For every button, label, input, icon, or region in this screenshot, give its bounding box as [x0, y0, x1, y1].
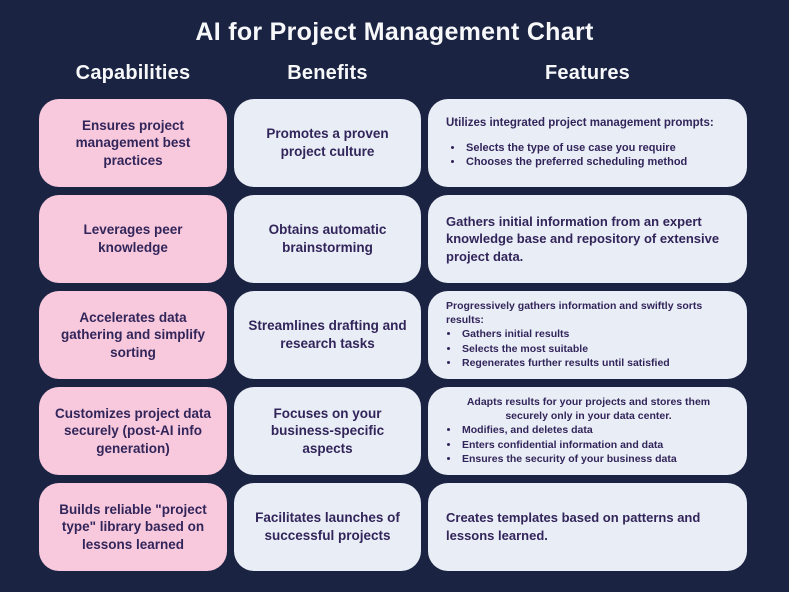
benefit-card: Promotes a proven project culture — [234, 99, 421, 187]
feature-bullet: Gathers initial results — [460, 327, 731, 341]
feature-bullet: Enters confidential information and data — [460, 438, 731, 452]
column-header-features: Features — [545, 62, 630, 84]
infographic-canvas: AI for Project Management Chart Capabili… — [0, 18, 789, 592]
benefit-card: Streamlines drafting and research tasks — [234, 291, 421, 379]
feature-bullet-list: Selects the type of use case you require… — [464, 141, 731, 171]
feature-bullet: Modifies, and deletes data — [460, 423, 731, 437]
feature-card: Progressively gathers information and sw… — [428, 291, 747, 379]
capability-card: Ensures project management best practice… — [39, 99, 227, 187]
feature-intro: Utilizes integrated project management p… — [446, 116, 714, 129]
feature-bullet: Regenerates further results until satisf… — [460, 356, 731, 370]
capability-text: Ensures project management best practice… — [75, 117, 191, 168]
capability-text: Accelerates data gathering and simplify … — [60, 309, 206, 360]
capability-text: Builds reliable "project type" library b… — [59, 501, 207, 552]
cards-grid: Ensures project management best practice… — [39, 99, 747, 571]
feature-bullet-list: Gathers initial results Selects the most… — [460, 327, 731, 370]
feature-card: Creates templates based on patterns and … — [428, 483, 747, 571]
capability-card: Leverages peer knowledge — [39, 195, 227, 283]
feature-bullet-list: Modifies, and deletes data Enters confid… — [460, 423, 731, 466]
feature-card: Gathers initial information from an expe… — [428, 195, 747, 283]
feature-card: Utilizes integrated project management p… — [428, 99, 747, 187]
feature-intro: Progressively gathers information and sw… — [446, 300, 703, 326]
capability-card: Builds reliable "project type" library b… — [39, 483, 227, 571]
benefit-card: Focuses on your business-specific aspect… — [234, 387, 421, 475]
feature-bullet: Selects the type of use case you require — [464, 141, 731, 156]
feature-bullet: Selects the most suitable — [460, 342, 731, 356]
feature-bullet: Ensures the security of your business da… — [460, 452, 731, 466]
feature-intro: Adapts results for your projects and sto… — [466, 396, 711, 422]
column-header-capabilities: Capabilities — [75, 62, 191, 84]
column-headers: Capabilities Benefits Features — [39, 62, 747, 85]
page-title: AI for Project Management Chart — [195, 18, 594, 46]
feature-text: Gathers initial information from an expe… — [446, 213, 720, 264]
benefit-card: Facilitates launches of successful proje… — [234, 483, 421, 571]
benefit-text: Obtains automatic brainstorming — [268, 222, 387, 255]
benefit-text: Streamlines drafting and research tasks — [248, 318, 407, 351]
capability-text: Customizes project data securely (post-A… — [54, 405, 212, 456]
benefit-text: Focuses on your business-specific aspect… — [270, 405, 385, 456]
capability-text: Leverages peer knowledge — [83, 222, 183, 255]
capability-card: Accelerates data gathering and simplify … — [39, 291, 227, 379]
feature-card: Adapts results for your projects and sto… — [428, 387, 747, 475]
capability-card: Customizes project data securely (post-A… — [39, 387, 227, 475]
feature-text: Creates templates based on patterns and … — [446, 510, 701, 543]
benefit-card: Obtains automatic brainstorming — [234, 195, 421, 283]
benefit-text: Promotes a proven project culture — [266, 126, 389, 159]
feature-bullet: Chooses the preferred scheduling method — [464, 155, 731, 170]
column-header-benefits: Benefits — [287, 62, 368, 84]
benefit-text: Facilitates launches of successful proje… — [255, 510, 400, 543]
